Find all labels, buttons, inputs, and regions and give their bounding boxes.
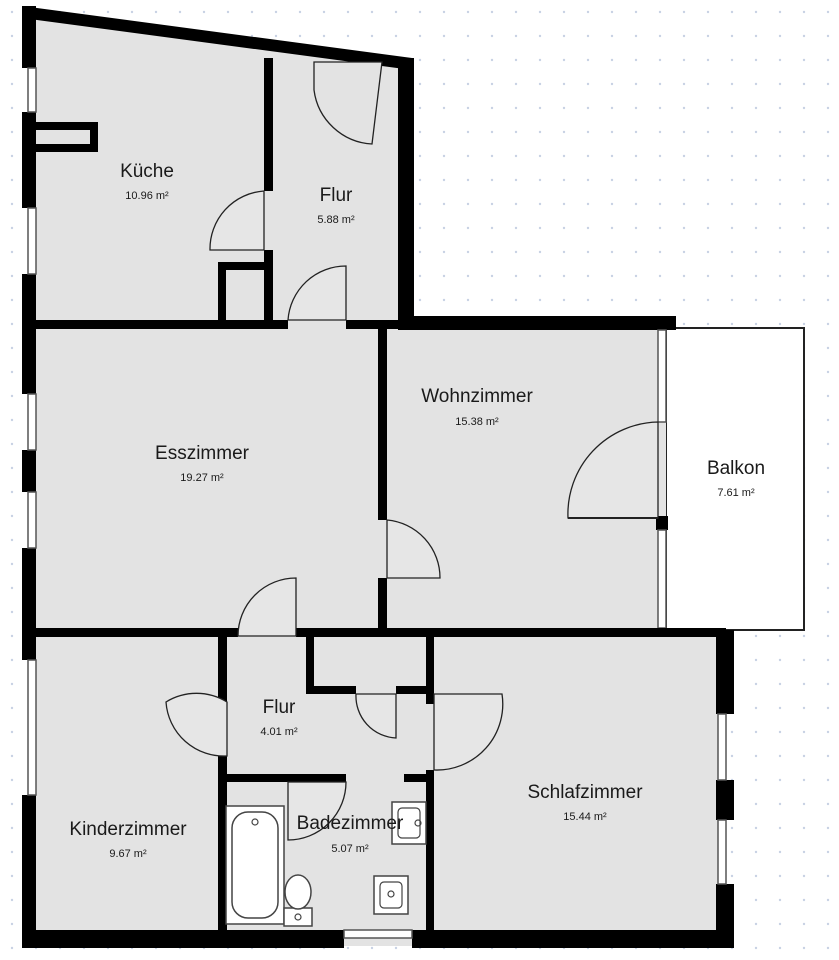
room-label-flur-top: Flur 5.88 m²: [317, 185, 355, 226]
sink-icon: [373, 875, 409, 915]
svg-text:15.38 m²: 15.38 m²: [455, 416, 499, 428]
window-kinderzimmer: [27, 659, 37, 796]
svg-text:19.27 m²: 19.27 m²: [180, 472, 224, 484]
svg-text:9.67 m²: 9.67 m²: [109, 848, 147, 860]
svg-text:4.01 m²: 4.01 m²: [260, 726, 298, 738]
room-label-flur-bottom: Flur 4.01 m²: [260, 697, 298, 738]
room-label-balkon: Balkon 7.61 m²: [707, 458, 765, 499]
svg-text:Wohnzimmer: Wohnzimmer: [421, 386, 533, 407]
bathtub-icon: [225, 805, 285, 925]
svg-text:7.61 m²: 7.61 m²: [717, 487, 755, 499]
window-kueche-2: [27, 207, 37, 275]
room-label-kueche: Küche 10.96 m²: [120, 161, 174, 202]
window-esszimmer-2: [27, 491, 37, 549]
svg-text:Balkon: Balkon: [707, 458, 765, 479]
window-esszimmer: [27, 393, 37, 451]
room-label-schlafzimmer: Schlafzimmer 15.44 m²: [527, 782, 643, 823]
door-closet: [355, 693, 397, 739]
doors: [165, 61, 659, 841]
svg-text:Flur: Flur: [263, 697, 296, 718]
door-kinderzimmer: [165, 692, 228, 757]
door-bad: [287, 781, 347, 841]
room-label-badezimmer: Badezimmer 5.07 m²: [297, 813, 404, 855]
door-balkon: [567, 421, 659, 519]
interior-walls: [30, 58, 726, 936]
door-flur: [237, 577, 297, 637]
window-schlafzimmer-2: [717, 819, 727, 885]
door-entrance: [313, 61, 383, 145]
svg-text:Esszimmer: Esszimmer: [155, 443, 250, 464]
svg-text:Flur: Flur: [320, 185, 353, 206]
door-wohnzimmer: [386, 519, 441, 579]
svg-text:Küche: Küche: [120, 161, 174, 182]
window-schlafzimmer: [717, 713, 727, 781]
svg-text:5.88 m²: 5.88 m²: [317, 214, 355, 226]
window-balkon: [657, 329, 667, 423]
room-label-wohnzimmer: Wohnzimmer 15.38 m²: [421, 386, 533, 428]
svg-text:Schlafzimmer: Schlafzimmer: [527, 782, 643, 803]
room-label-kinderzimmer: Kinderzimmer 9.67 m²: [69, 819, 187, 860]
door-kueche: [209, 190, 265, 251]
door-schlafzimmer: [433, 693, 504, 771]
svg-text:5.07 m²: 5.07 m²: [331, 843, 369, 855]
svg-text:Badezimmer: Badezimmer: [297, 813, 404, 834]
room-label-esszimmer: Esszimmer 19.27 m²: [155, 443, 250, 484]
svg-text:15.44 m²: 15.44 m²: [563, 811, 607, 823]
svg-text:Kinderzimmer: Kinderzimmer: [69, 819, 187, 840]
door-esszimmer-top: [287, 265, 347, 321]
sink-icon: [391, 801, 427, 845]
balcony-area: [665, 327, 805, 631]
window-balkon-2: [657, 529, 667, 629]
toilet-icon: [283, 874, 313, 927]
svg-text:10.96 m²: 10.96 m²: [125, 190, 169, 202]
window-kueche: [27, 67, 37, 113]
window-bad: [343, 929, 413, 939]
